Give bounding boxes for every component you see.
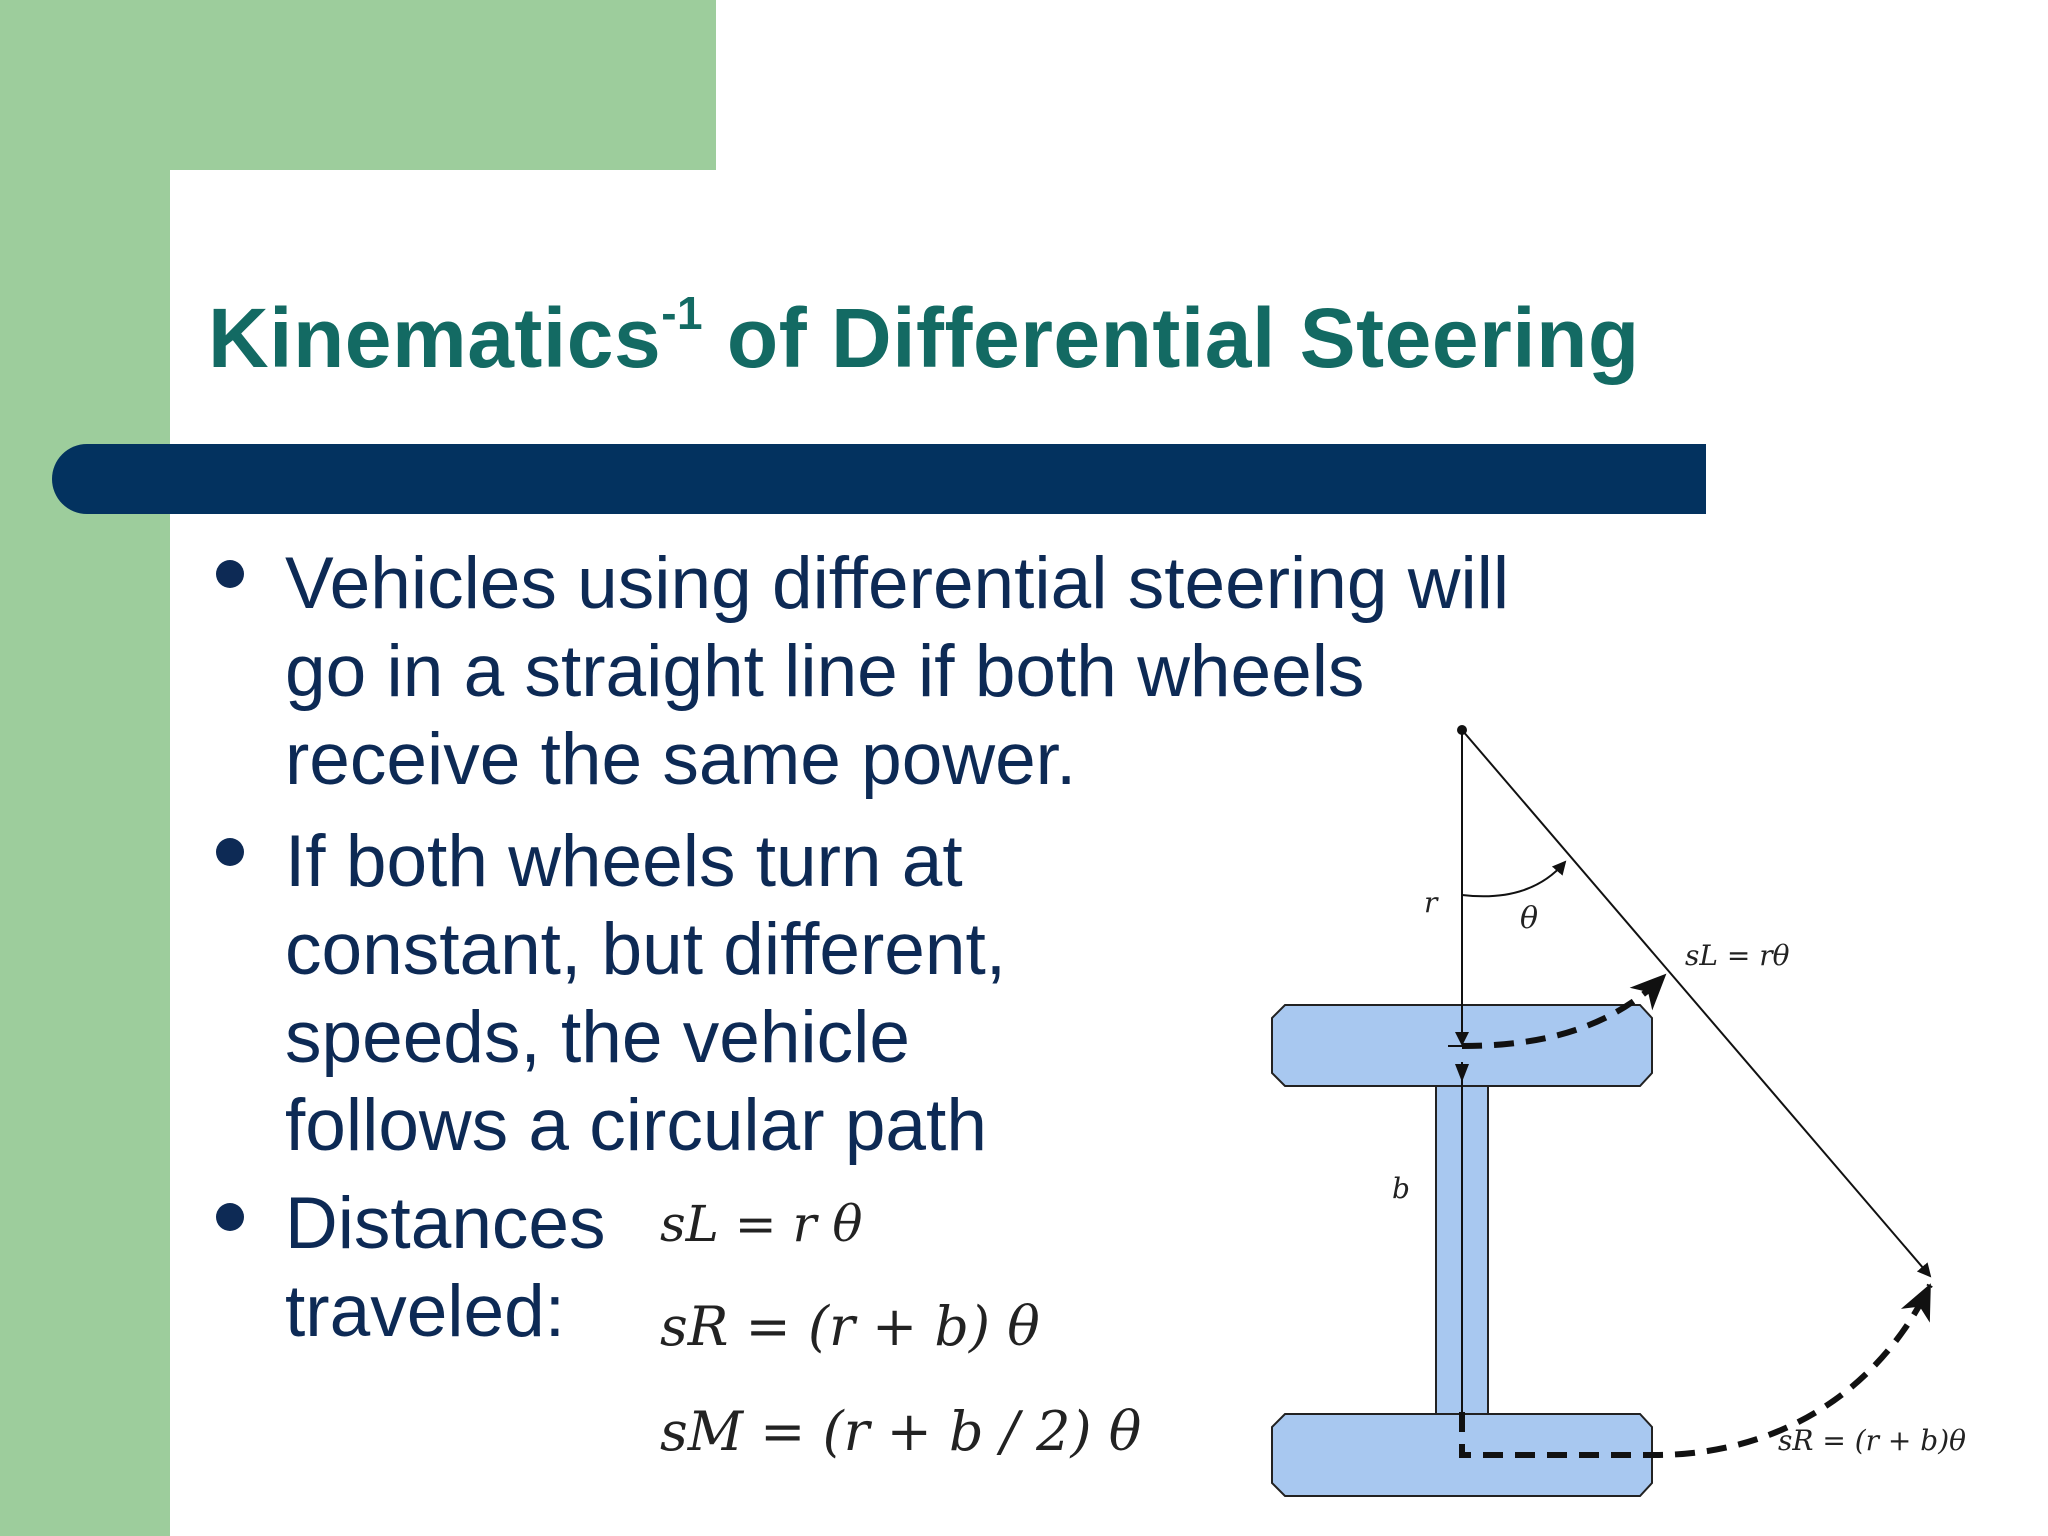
label-sr: sR = (r + b)θ <box>1778 1424 1966 1457</box>
bullet-1: Vehicles using differential steering wil… <box>285 540 1509 804</box>
green-sidebar-strip <box>0 0 170 1536</box>
bullet-1-line-1: Vehicles using differential steering wil… <box>285 543 1510 624</box>
bullet-2: If both wheels turn at constant, but dif… <box>285 818 1006 1170</box>
sl-dashed-path <box>1461 972 1668 1049</box>
equation-middle-distance: sM = (r + b / 2) θ <box>660 1400 1142 1463</box>
bullet-1-line-2: go in a straight line if both wheels <box>285 631 1365 712</box>
title-underline-bar <box>52 444 1706 514</box>
green-top-block <box>0 0 716 170</box>
rotated-radius-line <box>1461 729 1932 1278</box>
label-b: b <box>1392 1172 1410 1205</box>
bullet-dot-1 <box>216 560 244 588</box>
label-theta: θ <box>1520 901 1538 936</box>
label-r: r <box>1424 886 1439 919</box>
sr-dashed-path <box>1459 1283 1933 1458</box>
bullet-3-line-2: traveled: <box>285 1271 565 1352</box>
theta-arc <box>1461 860 1567 898</box>
title-main: Kinematics <box>208 291 662 385</box>
title-rest: of Differential Steering <box>703 291 1640 385</box>
bullet-dot-2 <box>216 838 244 866</box>
bullet-dot-3 <box>216 1203 244 1231</box>
bullet-2-line-1: If both wheels turn at <box>285 821 963 902</box>
bullet-2-line-4: follows a circular path <box>285 1085 987 1166</box>
bullet-3: Distances traveled: <box>285 1180 606 1356</box>
b-arrow-up <box>1455 1064 1469 1082</box>
title-superscript: -1 <box>661 287 704 339</box>
label-sl: sL = rθ <box>1685 939 1790 972</box>
bullet-3-line-1: Distances <box>285 1183 606 1264</box>
bullet-2-line-2: constant, but different, <box>285 909 1007 990</box>
equation-right-distance: sR = (r + b) θ <box>660 1295 1040 1358</box>
content-panel <box>170 170 2048 1536</box>
equation-left-distance: sL = r θ <box>660 1195 863 1253</box>
slide-title: Kinematics-1 of Differential Steering <box>208 287 1640 387</box>
bullet-1-line-3: receive the same power. <box>285 719 1077 800</box>
bullet-2-line-3: speeds, the vehicle <box>285 997 910 1078</box>
